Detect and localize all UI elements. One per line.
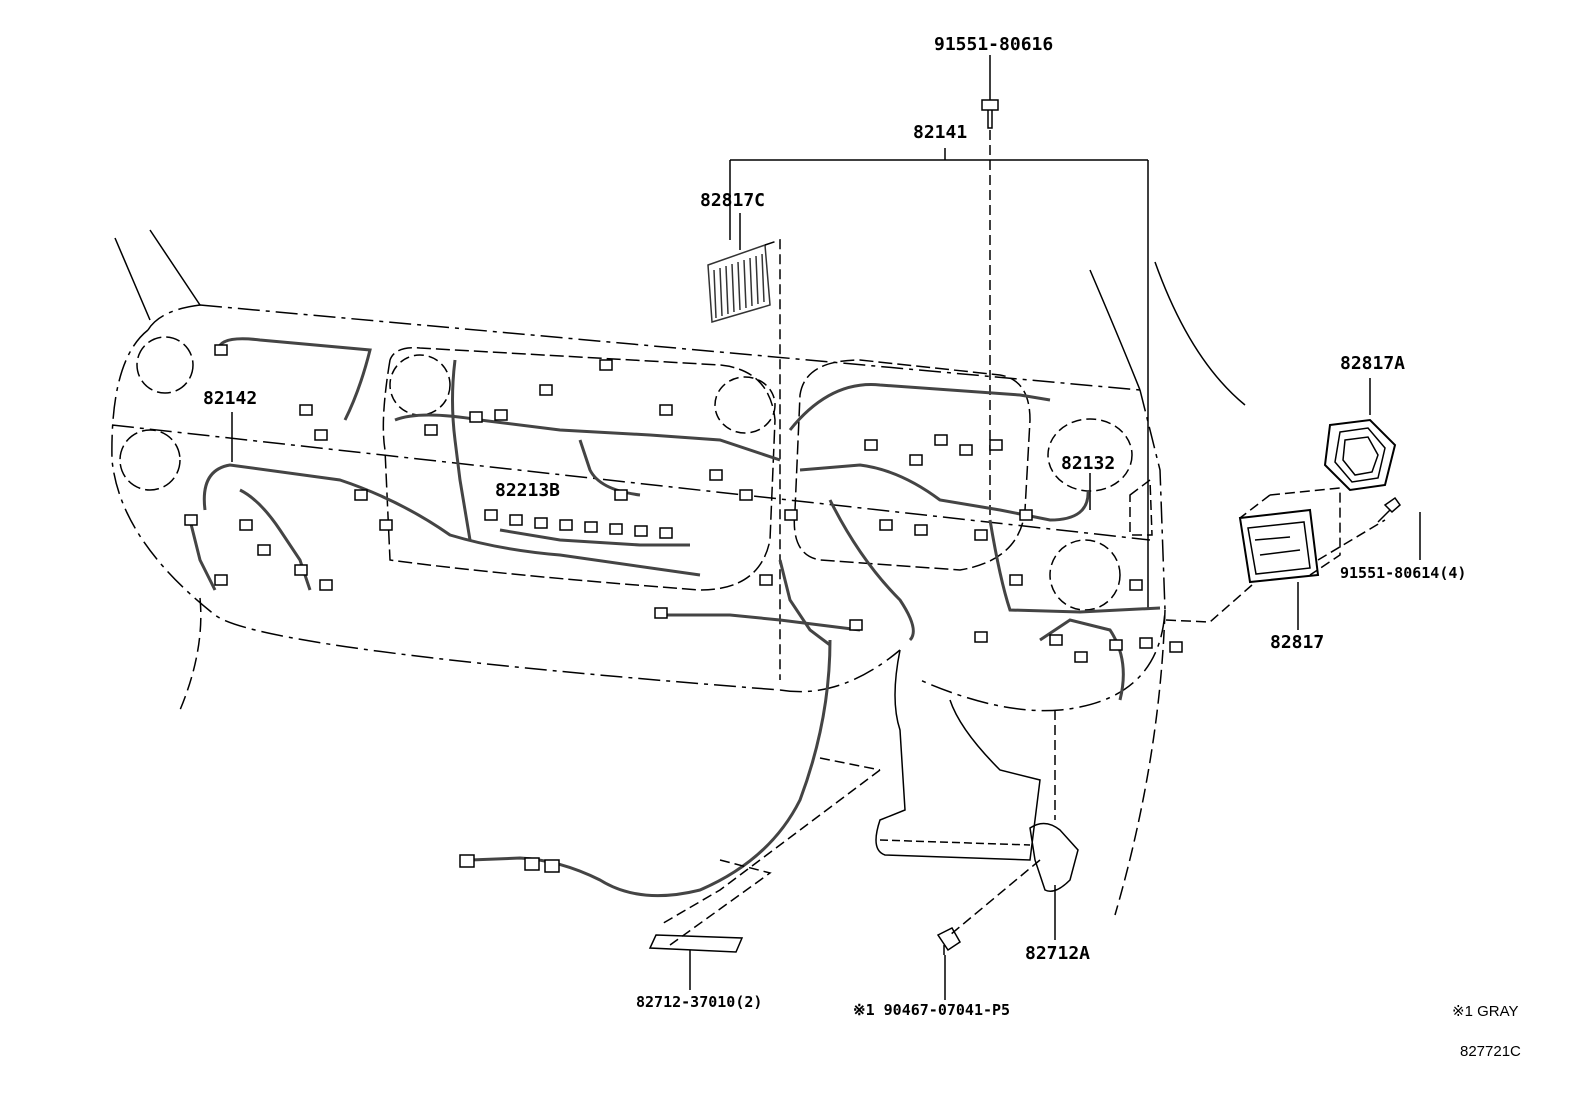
- left-vent-circle-2: [119, 429, 181, 491]
- harness-82132: [778, 383, 1161, 701]
- protector-82712a: [1029, 822, 1079, 892]
- label-cover-82817a: 82817A: [1340, 353, 1406, 374]
- right-pillar-line: [1089, 269, 1141, 391]
- left-pillar-line-2: [149, 229, 201, 306]
- dashboard-right-outline: [919, 389, 1166, 712]
- harness-cluster: [394, 359, 781, 547]
- label-clamp-82817c: 82817C: [700, 190, 766, 211]
- console-shift: [879, 839, 1031, 846]
- dashboard-outline: [111, 304, 1151, 693]
- protector-dashed: [949, 710, 1056, 936]
- figure-code: 827721C: [1460, 1043, 1521, 1060]
- left-vent-circle: [136, 336, 194, 394]
- box-82817-dashed: [1239, 487, 1341, 576]
- harness-82141-leader: [729, 148, 1149, 610]
- clamp-82817c: [707, 243, 771, 323]
- right-vent-circle-2: [1049, 539, 1121, 611]
- label-protector-82712a: 82712A: [1025, 943, 1091, 964]
- center-console: [875, 649, 1041, 861]
- side-bolt: [1377, 496, 1402, 523]
- right-glovebox: [1129, 478, 1153, 536]
- label-tape-82712-37010: 82712-37010(2): [636, 993, 763, 1011]
- connectors: [184, 344, 1183, 873]
- label-bracket-82213b: 82213B: [495, 480, 561, 501]
- clamp-82817c-dashed: [764, 238, 781, 680]
- right-pillar-line-2: [1154, 261, 1246, 406]
- label-clip-90467-07041: ※1 90467-07041-P5: [853, 1001, 1011, 1019]
- harness-82142: [188, 337, 701, 591]
- left-door-line: [179, 597, 202, 711]
- box-82817: [1238, 508, 1320, 584]
- cover-82817a: [1323, 418, 1397, 492]
- label-harness-82141: 82141: [913, 122, 968, 143]
- label-bolt-91551-80614: 91551-80614(4): [1340, 564, 1467, 582]
- clip-90467: [936, 927, 961, 955]
- harness-floor: [469, 613, 861, 898]
- label-box-82817: 82817: [1270, 632, 1325, 653]
- left-pillar-line: [114, 237, 151, 321]
- floor-dashed-box: [659, 757, 881, 946]
- cluster-gauge-right: [714, 376, 776, 434]
- right-door-line: [1114, 609, 1166, 916]
- label-bolt-91551-80616: 91551-80616: [934, 34, 1054, 55]
- cluster-outline: [382, 347, 776, 591]
- label-harness-82142: 82142: [203, 388, 258, 409]
- color-note: ※1 GRAY: [1452, 1003, 1519, 1020]
- box-82817-mount-dashed: [1164, 519, 1386, 623]
- label-harness-82132: 82132: [1061, 453, 1116, 474]
- cluster-gauge-left: [389, 354, 451, 416]
- top-bolt: [981, 99, 999, 129]
- tape-82712: [648, 934, 744, 953]
